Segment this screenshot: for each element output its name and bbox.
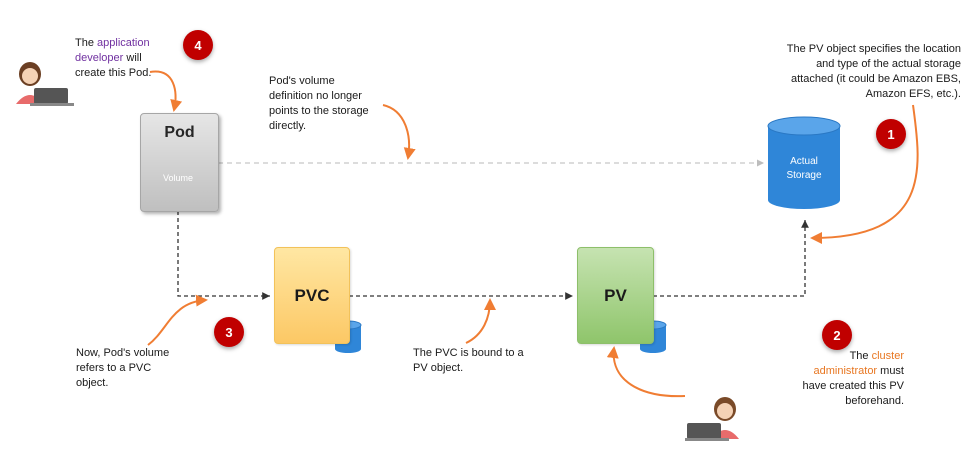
note-developer-highlight1: application xyxy=(97,37,150,49)
note-developer-line3: create this Pod. xyxy=(75,67,152,79)
note-pvc-ref-line: refers to a PVC xyxy=(76,362,152,374)
pv-node: PV xyxy=(577,247,654,344)
note-pv-object-line: and type of the actual storage xyxy=(816,58,961,70)
developer-avatar xyxy=(16,62,74,106)
pod-to-pvc-connector xyxy=(177,211,270,300)
step-badge-3: 3 xyxy=(214,317,244,347)
actual-storage-cylinder xyxy=(767,116,841,209)
note-developer-highlight2: developer xyxy=(75,52,124,64)
note-pod-volume-line: directly. xyxy=(269,120,307,132)
storage-label-line1: Actual xyxy=(790,156,818,167)
note-admin-post: must xyxy=(877,365,904,377)
step-badge-4: 4 xyxy=(183,30,213,60)
note-pod-volume-line: definition no longer xyxy=(269,90,362,102)
note-pv-object-line: attached (it could be Amazon EBS, xyxy=(791,73,961,85)
note-developer: The application developer will create th… xyxy=(75,36,185,81)
note-admin-line3: have created this PV xyxy=(802,380,904,392)
note-admin: The cluster administrator must have crea… xyxy=(760,349,904,409)
pvc-node: PVC xyxy=(274,247,350,344)
actual-storage-label: Actual Storage xyxy=(768,155,840,183)
note-pod-volume-line: Pod's volume xyxy=(269,75,335,87)
pv-label: PV xyxy=(604,285,627,305)
arrow-bound-to-line xyxy=(465,298,496,344)
note-developer-post: will xyxy=(123,52,142,64)
pv-to-storage-connector xyxy=(653,220,809,297)
note-bound-line: PV object. xyxy=(413,362,464,374)
pvc-label: PVC xyxy=(294,285,330,305)
note-admin-line4: beforehand. xyxy=(845,395,904,407)
note-admin-highlight1: cluster xyxy=(871,350,904,362)
note-pv-object: The PV object specifies the location and… xyxy=(745,42,961,102)
arrow-admin-to-pv xyxy=(606,346,686,398)
note-admin-pre: The xyxy=(849,350,872,362)
note-pod-volume-line: points to the storage xyxy=(269,105,369,117)
arrow-pvcref-to-line xyxy=(147,294,208,346)
admin-avatar xyxy=(685,397,739,441)
note-pvc-ref-line: Now, Pod's volume xyxy=(76,347,170,359)
note-pvc-ref-line: object. xyxy=(76,377,109,389)
note-pvc-ref: Now, Pod's volume refers to a PVC object… xyxy=(76,346,206,391)
arrow-pvobject-to-storage xyxy=(810,104,919,244)
note-pv-object-line: The PV object specifies the location xyxy=(786,43,961,55)
arrow-developer-to-pod xyxy=(149,70,183,112)
step-badge-2: 2 xyxy=(822,320,852,350)
step-badge-1: 1 xyxy=(876,119,906,149)
pod-volume-label: Volume xyxy=(162,173,194,183)
pod-node: Pod xyxy=(140,113,219,212)
storage-label-line2: Storage xyxy=(786,170,822,181)
note-pv-object-line: Amazon EFS, etc.). xyxy=(865,88,961,100)
note-bound: The PVC is bound to a PV object. xyxy=(413,346,553,376)
note-bound-line: The PVC is bound to a xyxy=(413,347,524,359)
pod-label: Pod xyxy=(164,124,195,141)
note-developer-pre: The xyxy=(75,37,98,49)
note-pod-volume: Pod's volume definition no longer points… xyxy=(269,74,409,134)
arrow-note-to-pod-line xyxy=(382,104,416,160)
note-admin-highlight2: administrator xyxy=(813,365,878,377)
